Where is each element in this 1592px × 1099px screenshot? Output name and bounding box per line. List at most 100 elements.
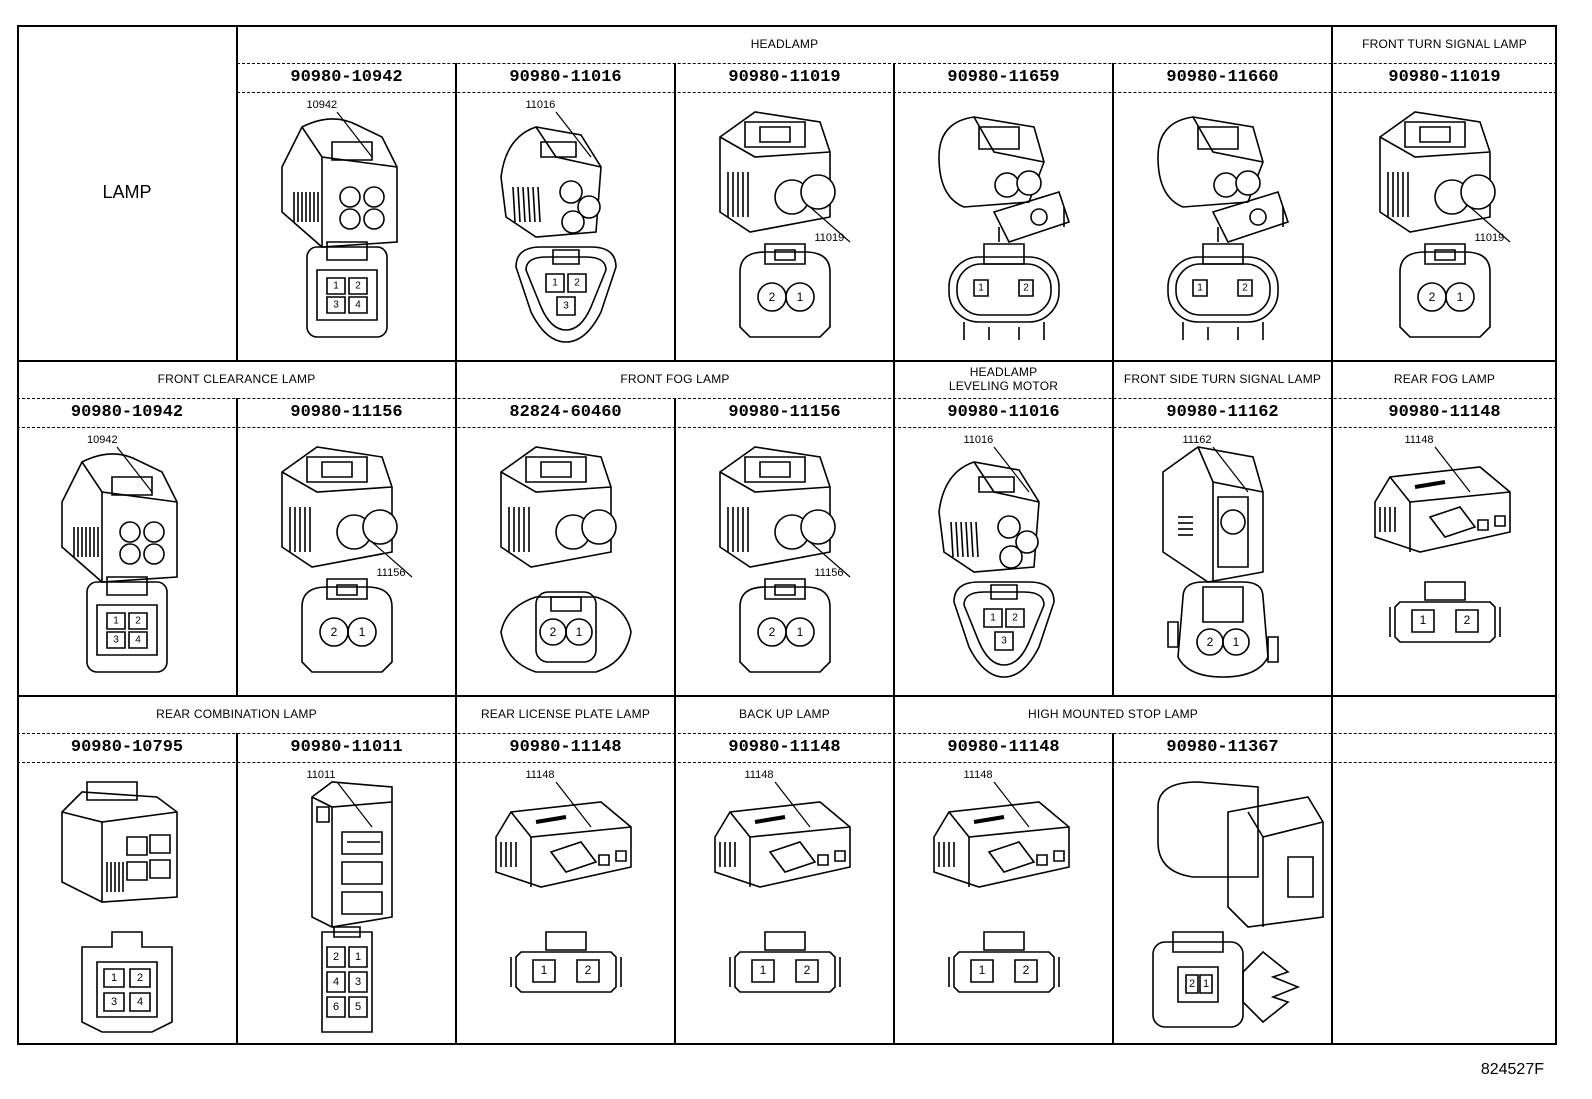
group-label: FRONT FOG LAMP [620,372,730,386]
connector-body-drawing [700,767,890,937]
connector-callout: 11016 [525,99,556,111]
part-number: 90980-10942 [290,68,403,87]
group-label: BACK UP LAMP [739,707,830,721]
connector-callout: 11156 [814,567,844,579]
svg-text:2: 2 [768,625,775,639]
part-rule [17,427,1557,428]
label-rule [237,63,1557,64]
lamp-divider [236,25,238,360]
svg-text:2: 2 [135,616,141,627]
group-label: FRONT SIDE TURN SIGNAL LAMP [1123,372,1322,386]
svg-text:1: 1 [333,281,339,292]
part-number: 90980-11162 [1166,403,1279,422]
svg-text:2: 2 [574,278,580,289]
connector-body-drawing [1138,432,1328,602]
connector-body-drawing [262,432,452,602]
svg-text:1: 1 [540,963,547,977]
connector-body-drawing [262,767,452,937]
svg-text:2: 2 [803,963,810,977]
cell-divider [1331,733,1333,1045]
svg-text:1: 1 [796,625,803,639]
svg-text:2: 2 [584,963,591,977]
label-rule [17,398,1557,399]
callout-leader [994,447,1029,492]
svg-text:1: 1 [978,963,985,977]
connector-body-drawing [262,97,452,267]
callout-leader [1435,447,1470,492]
cell-divider [1112,733,1114,1045]
callout-leader [1470,207,1510,242]
part-number: 90980-11148 [509,738,622,757]
svg-text:2: 2 [1023,283,1029,294]
svg-text:2: 2 [768,290,775,304]
connector-body-drawing [1138,97,1328,267]
part-number: 90980-11016 [947,403,1060,422]
group-divider [1331,360,1333,398]
svg-text:1: 1 [575,625,582,639]
part-number: 90980-11016 [509,68,622,87]
svg-text:4: 4 [355,300,361,311]
svg-text:1: 1 [1419,613,1426,627]
svg-text:2: 2 [1428,290,1435,304]
part-number: 90980-11156 [728,403,841,422]
connector-body-drawing [42,767,232,937]
group-label: FRONT TURN SIGNAL LAMP [1362,37,1527,51]
callout-leader [775,782,810,827]
svg-text:6: 6 [332,1001,338,1013]
row-divider [17,695,1557,697]
group-label: HIGH MOUNTED STOP LAMP [1028,707,1198,721]
cell-divider [893,63,895,360]
callout-leader [810,207,850,242]
svg-text:2: 2 [330,625,337,639]
svg-text:1: 1 [354,951,360,963]
cell-divider [1112,398,1114,695]
svg-text:2: 2 [549,625,556,639]
connector-callout: 11148 [525,769,555,781]
svg-text:2: 2 [332,951,338,963]
group-divider [1112,360,1114,398]
connector-body-drawing [700,97,890,267]
lamp-title: LAMP [102,182,152,202]
part-number: 82824-60460 [509,403,622,422]
part-number: 90980-11148 [1388,403,1501,422]
group-label: REAR COMBINATION LAMP [156,707,317,721]
svg-text:3: 3 [113,635,119,646]
svg-text:5: 5 [354,1001,360,1013]
cell-divider [674,398,676,695]
connector-callout: 11019 [814,232,845,244]
part-rule [17,762,1557,763]
connector-body-drawing [1360,97,1550,267]
group-label: REAR LICENSE PLATE LAMP [480,707,651,721]
svg-text:1: 1 [1197,283,1203,294]
connector-body-drawing [919,767,1109,937]
svg-text:2: 2 [1206,635,1213,649]
part-number: 90980-11156 [290,403,403,422]
group-label [1332,695,1557,733]
svg-text:1: 1 [1232,635,1239,649]
connector-body-drawing [481,432,671,602]
cell-divider [893,398,895,695]
group-divider [455,695,457,733]
svg-text:1: 1 [1202,978,1208,990]
group-label: REAR FOG LAMP [1393,372,1496,386]
cell-divider [236,733,238,1045]
cell-divider [1331,63,1333,360]
connector-body-drawing [481,767,671,937]
figure-code: 824527F [1480,1061,1544,1078]
callout-leader [556,782,591,827]
group-divider [1331,695,1333,733]
group-label: HEADLAMP [750,37,819,51]
cell-divider [1112,63,1114,360]
svg-text:3: 3 [563,301,569,312]
part-number: 90980-11019 [1388,68,1501,87]
